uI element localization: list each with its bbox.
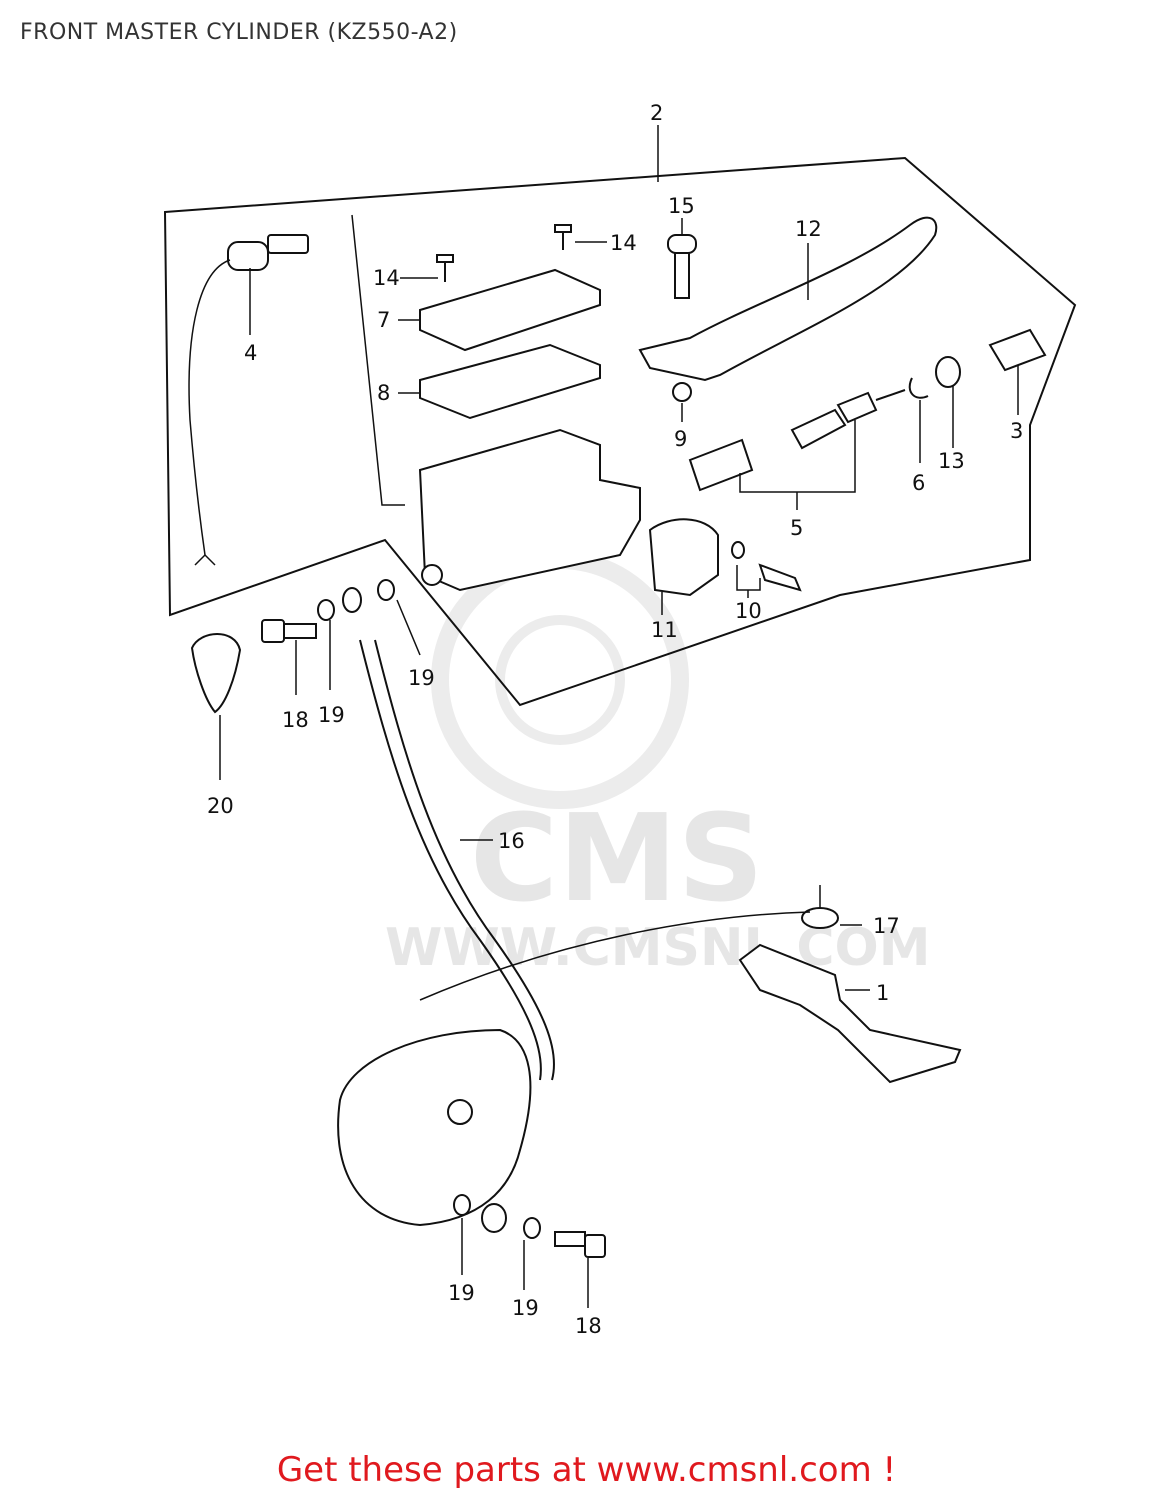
callout-19: 19 bbox=[448, 1281, 475, 1305]
callout-17: 17 bbox=[873, 914, 900, 938]
pivot-bolt-part bbox=[667, 234, 697, 299]
callout-16: 16 bbox=[498, 829, 525, 853]
callout-14: 14 bbox=[610, 231, 637, 255]
diaphragm-part bbox=[419, 343, 601, 420]
bleeder-cap-part bbox=[190, 633, 242, 714]
lower-banjo-part bbox=[453, 1194, 606, 1258]
watermark-logo: CMS bbox=[470, 790, 764, 929]
lever-nut-part bbox=[672, 382, 692, 402]
brake-hose-part bbox=[359, 639, 542, 1081]
bracket-pointer bbox=[419, 911, 811, 1001]
cap-screws-part bbox=[436, 224, 572, 282]
page-title: FRONT MASTER CYLINDER (KZ550-A2) bbox=[20, 20, 458, 45]
dust-boot-part bbox=[935, 356, 961, 388]
callout-12: 12 bbox=[795, 217, 822, 241]
callout-4: 4 bbox=[244, 341, 257, 365]
piston-kit-part bbox=[688, 389, 906, 492]
circlip-part bbox=[908, 377, 929, 399]
hose-bracket-part bbox=[738, 943, 962, 1084]
reservoir-cap-part bbox=[419, 268, 601, 352]
upper-banjo-part bbox=[261, 579, 395, 643]
callout-8: 8 bbox=[377, 381, 390, 405]
callout-2: 2 bbox=[650, 101, 663, 125]
callout-18: 18 bbox=[282, 708, 309, 732]
handlebar-clamp-part bbox=[648, 518, 719, 597]
cylinder-outlet bbox=[421, 564, 443, 586]
brake-caliper-part bbox=[337, 1028, 532, 1227]
lever-adjuster-part bbox=[988, 328, 1047, 372]
callout-6: 6 bbox=[912, 471, 925, 495]
callout-20: 20 bbox=[207, 794, 234, 818]
callout-3: 3 bbox=[1010, 419, 1023, 443]
callout-1: 1 bbox=[876, 981, 889, 1005]
brake-switch-part bbox=[188, 234, 309, 566]
callout-19: 19 bbox=[318, 703, 345, 727]
master-cylinder-body-part bbox=[418, 428, 641, 592]
callout-labels: 2 15 12 14 14 7 4 8 9 3 6 13 5 10 11 19 … bbox=[207, 101, 1023, 1338]
grommet-part bbox=[801, 907, 839, 929]
callout-19: 19 bbox=[512, 1296, 539, 1320]
arrow-reservoir bbox=[351, 214, 405, 506]
callout-7: 7 bbox=[377, 308, 390, 332]
leader-19b bbox=[396, 599, 421, 656]
footer-link-text[interactable]: Get these parts at www.cmsnl.com ! bbox=[276, 1450, 897, 1490]
callout-19: 19 bbox=[408, 666, 435, 690]
callout-13: 13 bbox=[938, 449, 965, 473]
callout-18: 18 bbox=[575, 1314, 602, 1338]
brake-lever-part bbox=[638, 216, 938, 382]
leader-10 bbox=[736, 565, 761, 598]
callout-15: 15 bbox=[668, 194, 695, 218]
assembly-outline bbox=[163, 156, 1077, 707]
callout-11: 11 bbox=[651, 618, 678, 642]
callout-9: 9 bbox=[674, 427, 687, 451]
clamp-bolt-part bbox=[731, 541, 802, 592]
parts-diagram: CMS WWW.CMSNL.COM bbox=[163, 101, 1077, 1338]
callout-14: 14 bbox=[373, 266, 400, 290]
leader-5 bbox=[739, 420, 856, 510]
callout-10: 10 bbox=[735, 599, 762, 623]
callout-5: 5 bbox=[790, 516, 803, 540]
watermark-url: WWW.CMSNL.COM bbox=[385, 918, 930, 978]
